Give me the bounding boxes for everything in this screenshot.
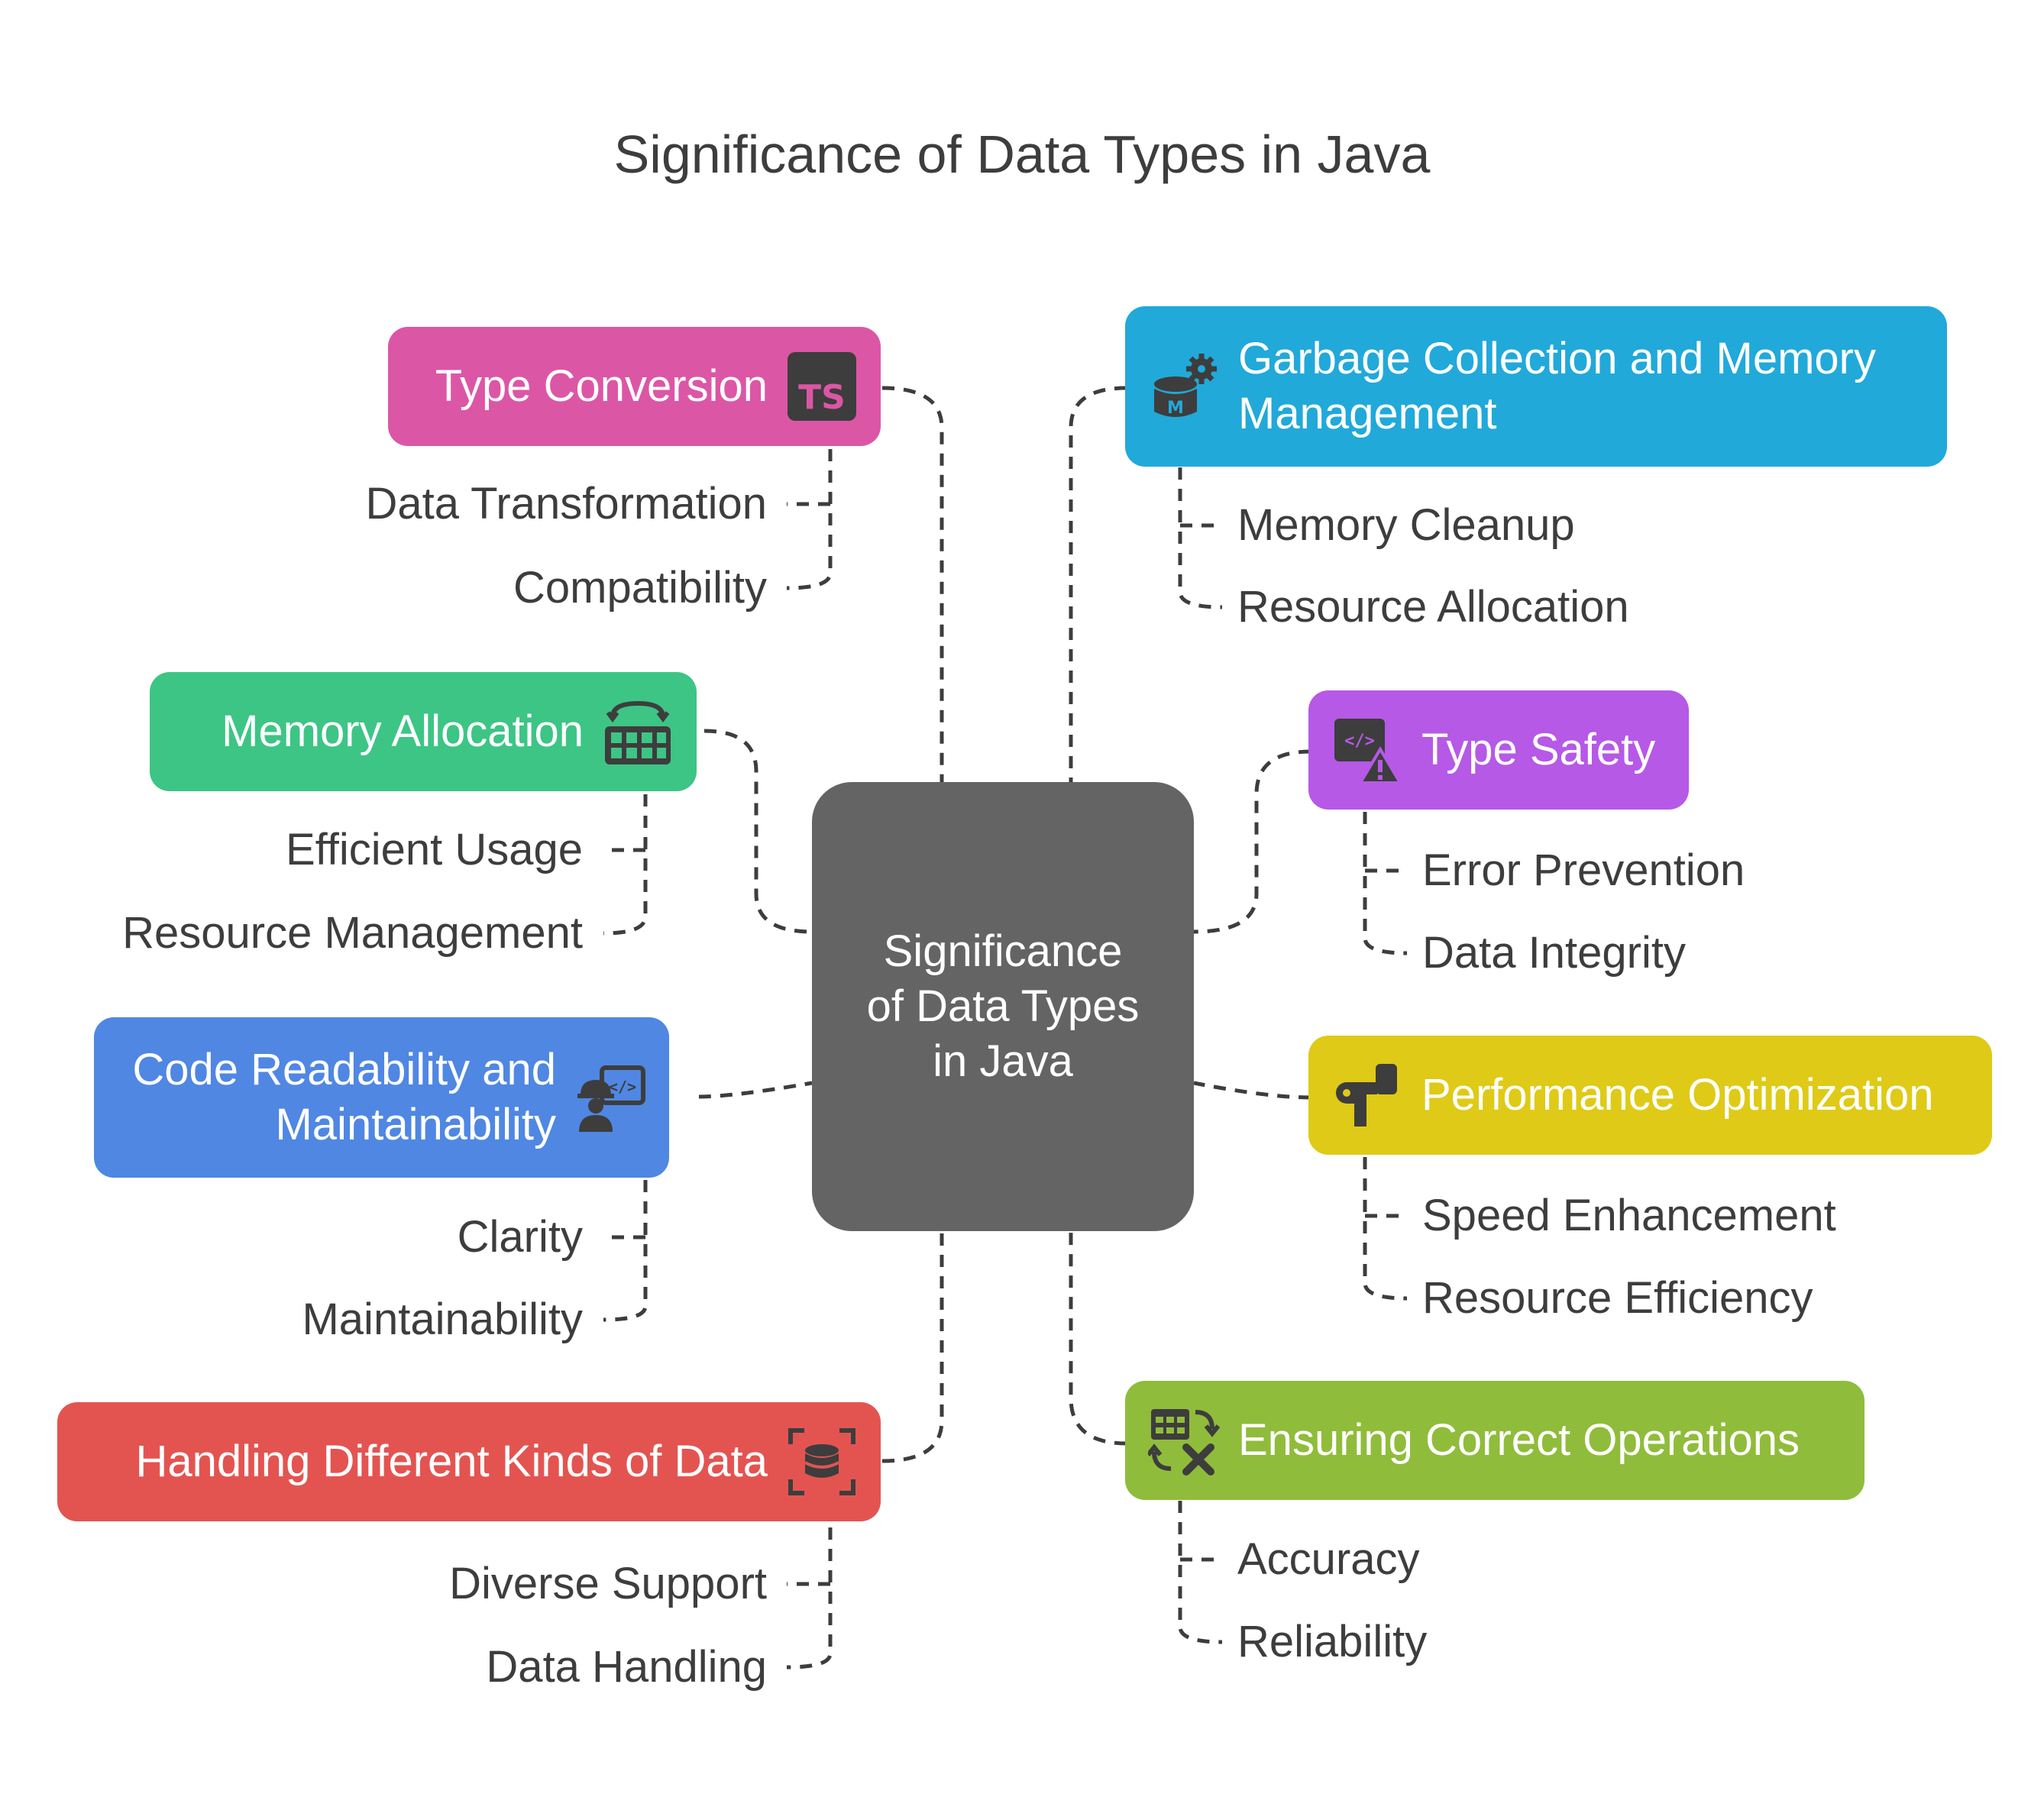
node-correct-operations: Ensuring Correct Operations [1125, 1381, 1865, 1500]
node-performance: Performance Optimization [1308, 1036, 1992, 1155]
node-type-safety-label: Type Safety [1421, 725, 1656, 774]
node-handling-data: Handling Different Kinds of Data [57, 1402, 881, 1521]
node-correct-operations-label: Ensuring Correct Operations [1238, 1415, 1800, 1465]
node-code-readability-label-line1: Code Readability and [132, 1045, 556, 1094]
node-type-conversion-label: Type Conversion [435, 361, 768, 411]
sub-efficient-usage: Efficient Usage [285, 825, 583, 874]
node-garbage-collection-label-line1: Garbage Collection and Memory [1238, 334, 1876, 383]
center-label: Significance of Data Types in Java [866, 926, 1140, 1086]
sub-maintainability: Maintainability [302, 1295, 583, 1344]
sub-error-prevention: Error Prevention [1422, 845, 1745, 895]
node-type-conversion: Type Conversion TS [388, 327, 881, 446]
node-code-readability-label-line2: Maintainability [275, 1100, 556, 1149]
node-garbage-collection-label-line2: Management [1238, 389, 1497, 438]
database-scan-icon [788, 1428, 855, 1495]
node-type-safety: </> Type Safety [1308, 690, 1689, 810]
performance-pipe-icon [1336, 1064, 1397, 1127]
sub-clarity: Clarity [457, 1212, 583, 1262]
sub-memory-cleanup: Memory Cleanup [1237, 500, 1575, 550]
sub-compatibility: Compatibility [513, 563, 767, 613]
node-performance-label: Performance Optimization [1421, 1070, 1934, 1120]
code-warning-icon: </> [1334, 719, 1403, 784]
sub-data-integrity: Data Integrity [1422, 928, 1686, 978]
svg-text:</>: </> [609, 1078, 636, 1096]
sub-data-handling: Data Handling [486, 1642, 767, 1692]
node-handling-data-label: Handling Different Kinds of Data [135, 1437, 768, 1486]
svg-text:M: M [1167, 399, 1184, 418]
svg-text:</>: </> [1344, 732, 1375, 751]
svg-text:TS: TS [798, 378, 846, 417]
sub-data-transformation: Data Transformation [365, 479, 767, 529]
sub-resource-allocation: Resource Allocation [1237, 582, 1629, 632]
memory-chip-icon [605, 700, 671, 764]
node-memory-allocation-label: Memory Allocation [222, 706, 584, 756]
page-title: Significance of Data Types in Java [613, 124, 1431, 184]
sub-resource-efficiency: Resource Efficiency [1422, 1273, 1813, 1323]
node-code-readability: Code Readability and Maintainability </> [94, 1017, 669, 1178]
node-memory-allocation: Memory Allocation [150, 672, 697, 791]
node-garbage-collection: M Garbage Collection and Memory Manageme… [1125, 306, 1947, 467]
database-gear-icon: M [1154, 354, 1217, 418]
typescript-icon: TS [788, 352, 856, 421]
developer-icon: </> [577, 1065, 645, 1132]
sub-resource-management: Resource Management [122, 908, 583, 958]
center-node: Significance of Data Types in Java [812, 782, 1194, 1231]
sub-speed-enhancement: Speed Enhancement [1422, 1191, 1836, 1240]
sub-diverse-support: Diverse Support [449, 1559, 767, 1608]
table-cross-icon [1148, 1409, 1220, 1476]
sub-reliability: Reliability [1237, 1617, 1428, 1666]
sub-accuracy: Accuracy [1237, 1534, 1420, 1584]
